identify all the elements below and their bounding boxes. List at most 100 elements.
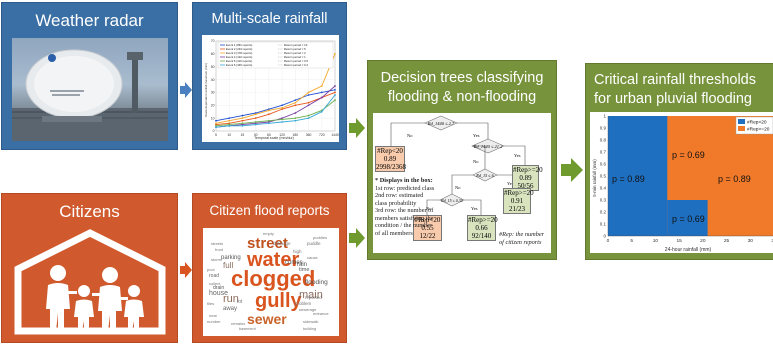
x-tick-label: 5 <box>630 238 633 244</box>
legend-label: Return period = 0.2 <box>284 63 308 67</box>
rainfall-point <box>241 119 244 122</box>
tree-leaf-4: #Rep<20 0.55 12/22 <box>413 215 442 241</box>
weather-radar-panel: Weather radar <box>1 2 178 150</box>
y-tick-label: 0.5 <box>600 174 607 179</box>
x-tick-label: 15 <box>676 238 682 244</box>
note-row3: 3rd row: the number of members satisfyin… <box>375 207 434 237</box>
p-label-left: p = 0.89 <box>612 174 645 184</box>
word-cloud-word: collect <box>209 281 221 286</box>
rainfall-point <box>307 117 310 120</box>
rainfall-point <box>254 121 257 123</box>
rainfall-point <box>228 123 231 126</box>
legend-label-rep-lt20: #Rep<20 <box>747 120 767 126</box>
rainfall-point <box>294 101 297 104</box>
radar-photo <box>12 38 168 141</box>
y-tick-label: 10 <box>211 116 215 120</box>
rainfall-point <box>307 114 310 117</box>
rainfall-point <box>320 96 323 99</box>
rainfall-point <box>281 106 284 109</box>
rainfall-point <box>228 119 231 122</box>
word-cloud-word: tiles <box>207 301 215 306</box>
p-label-right: p = 0.89 <box>718 174 751 184</box>
word-cloud-word: drainage <box>273 241 291 246</box>
rainfall-point <box>334 91 336 94</box>
rainfall-point <box>307 94 310 96</box>
word-cloud-word: road <box>209 273 220 279</box>
legend-label-rep-ge20: #Rep>=20 <box>747 127 770 133</box>
y-tick-label: 0.2 <box>600 210 607 215</box>
citizen-flood-reports-title: Citizen flood reports <box>209 203 330 218</box>
word-cloud-word: number <box>207 319 221 324</box>
rainfall-point <box>267 122 270 125</box>
tree-leaf-5: #Rep>=20 0.66 92/140 <box>467 215 498 241</box>
rainfall-point <box>281 118 284 121</box>
rainfall-point <box>254 113 257 116</box>
rainfall-series-line <box>215 99 336 127</box>
x-tick-label: 720 <box>319 133 325 137</box>
legend-label: Event 6 (346 reports) <box>226 63 252 67</box>
rainfall-point <box>334 85 336 87</box>
word-cloud-word: problem <box>295 301 312 306</box>
y-tick-label: 0.3 <box>600 198 607 203</box>
word-cloud-word: basement <box>239 327 256 331</box>
edge-label-no: No <box>473 159 479 164</box>
decision-trees-title-line2: flooding & non-flooding <box>387 89 537 105</box>
rainfall-point <box>254 112 257 114</box>
rainfall-point <box>267 108 270 111</box>
word-cloud-word: run <box>223 293 239 305</box>
x-tick-label: 120 <box>279 133 285 137</box>
y-tick-label: 0.1 <box>600 222 607 227</box>
rainfall-point <box>241 117 244 120</box>
rainfall-point <box>254 123 257 126</box>
x-tick-label: 30 <box>254 133 258 137</box>
leaf-members: 12/22 <box>419 232 436 240</box>
y-tick-label: 0.9 <box>600 126 607 131</box>
leaf-class: #Rep<20 <box>377 147 403 155</box>
edge-label-no: No <box>455 185 461 190</box>
edge-label-yes: Yes <box>507 181 514 186</box>
word-cloud-word: reported <box>305 295 322 300</box>
word-cloud-word: remains <box>231 321 246 326</box>
y-tick-label: 0.6 <box>600 162 607 167</box>
word-cloud-word: streets <box>211 241 224 246</box>
x-tick-label: 60 <box>267 133 271 137</box>
rainfall-point <box>307 101 310 104</box>
tree-node2-condition: Rd_1440 ≤ 21.2 <box>473 144 504 149</box>
leaf-probability: 0.66 <box>475 224 488 232</box>
threshold-ylabel: 5-min rainfall (mm) <box>592 159 597 197</box>
thresholds-title-line1: Critical rainfall thresholds <box>594 72 756 88</box>
y-tick-label: 60 <box>211 52 215 56</box>
rainfall-point <box>334 88 336 91</box>
x-tick-label: 180 <box>292 133 298 137</box>
y-tick-label: 1 <box>603 114 606 119</box>
leaf-class: #Rep>=20 <box>504 189 534 197</box>
rainfall-point <box>320 110 323 113</box>
rainfall-point <box>320 85 323 87</box>
rainfall-series-line <box>215 89 336 122</box>
rainfall-point <box>215 122 217 125</box>
rainfall-point <box>215 119 217 122</box>
tree-display-note: * Displays in the box: 1st row: predicte… <box>375 177 435 237</box>
legend-label: Event 4 (122 reports) <box>226 55 252 59</box>
word-cloud: street water clogged gully sewer main ru… <box>203 228 339 336</box>
note-row2: 2nd row: estimated class probability <box>375 192 424 207</box>
citizen-flood-reports-panel: Citizen flood reports street water clogg… <box>192 193 347 343</box>
multi-scale-rainfall-title: Multi-scale rainfall <box>211 11 328 27</box>
word-cloud-word: storm <box>211 257 221 262</box>
legend-label: Event 5 (110 reports) <box>226 59 252 63</box>
rainfall-point <box>267 113 270 116</box>
tree-leaf-3: #Rep>=20 0.91 21/23 <box>503 188 534 214</box>
leaf-class: #Rep>=20 <box>468 216 498 224</box>
leaf-probability: 0.89 <box>383 155 397 163</box>
leaf-members: 2998/2368 <box>376 163 406 171</box>
legend-label: Return period = 5 <box>284 47 306 51</box>
rainfall-point <box>294 117 297 120</box>
rainfall-point <box>281 117 284 120</box>
p-label-top: p = 0.69 <box>672 150 705 160</box>
word-cloud-word: house <box>209 290 229 297</box>
rainfall-point <box>228 117 231 120</box>
word-cloud-word: rain <box>297 262 308 268</box>
